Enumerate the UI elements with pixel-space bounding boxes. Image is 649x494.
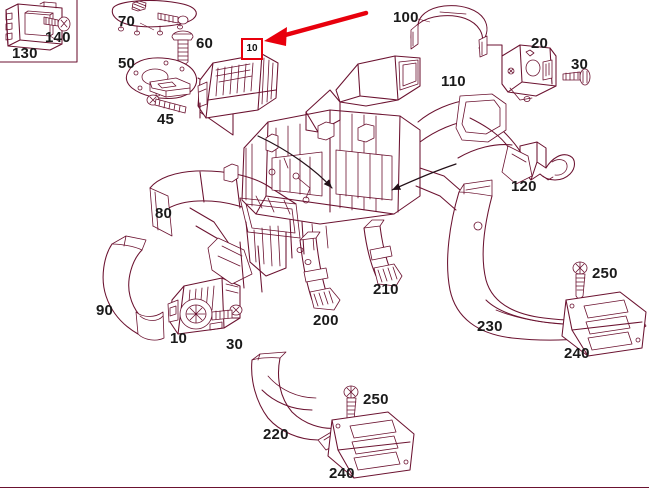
callout-60: 60: [196, 35, 214, 52]
group-boundary-box: [0, 0, 78, 63]
central-heater-assembly: [189, 93, 533, 293]
part-240-grille-lower: [327, 411, 415, 479]
part-70-seal: [111, 0, 197, 36]
secondary-pointer-arrow: [391, 163, 457, 191]
callout-130: 130: [12, 45, 38, 62]
part-10-blower-upper: [197, 53, 279, 119]
callout-80: 80: [155, 205, 173, 222]
part-210-vent-duct: [363, 219, 403, 287]
callout-120: 120: [511, 178, 537, 195]
callout-100: 100: [393, 9, 419, 26]
part-30-screw-upper: [562, 68, 591, 86]
callout-250-lower: 250: [363, 391, 389, 408]
callout-220: 220: [263, 426, 289, 443]
part-30-screw-lower: [211, 304, 243, 321]
center-pointer-arrow: [257, 135, 333, 189]
part-45-screw: [146, 94, 187, 114]
callout-45: 45: [157, 111, 175, 128]
part-10-blower-motor: [167, 277, 241, 335]
part-200-vent-duct: [296, 231, 341, 311]
callout-30-upper: 30: [571, 56, 589, 73]
part-240-grille-upper: [561, 291, 647, 357]
part-120-bracket: [457, 141, 576, 181]
callout-70: 70: [118, 13, 136, 30]
leader-lines: [49, 18, 431, 43]
part-80-large-duct: [149, 170, 301, 239]
callout-110: 110: [441, 73, 466, 90]
callout-240-upper: 240: [564, 345, 590, 362]
callout-10: 10: [170, 330, 188, 347]
callout-230: 230: [477, 318, 503, 335]
part-110-wide-duct: [305, 55, 421, 133]
callout-90: 90: [96, 302, 114, 319]
callout-200: 200: [313, 312, 339, 329]
highlighted-part-box[interactable]: 10: [241, 38, 263, 60]
callout-240-lower: 240: [329, 465, 355, 482]
part-50-mounting-plate: [125, 57, 234, 136]
part-250-screw-upper: [572, 261, 588, 301]
callout-50: 50: [118, 55, 136, 72]
red-highlight-arrow: [264, 10, 369, 46]
part-250-screw-lower: [343, 385, 359, 425]
callout-30-lower: 30: [226, 336, 244, 353]
part-130-control-module: [5, 1, 63, 51]
part-20-actuator: [501, 44, 557, 102]
part-60-screw: [171, 30, 194, 67]
callout-140: 140: [45, 29, 71, 46]
callout-250-upper: 250: [592, 265, 618, 282]
part-90-curved-duct: [102, 235, 165, 341]
callout-20: 20: [531, 35, 549, 52]
part-140-screw: [43, 16, 71, 32]
highlighted-part-number: 10: [246, 43, 258, 54]
callout-210: 210: [373, 281, 399, 298]
